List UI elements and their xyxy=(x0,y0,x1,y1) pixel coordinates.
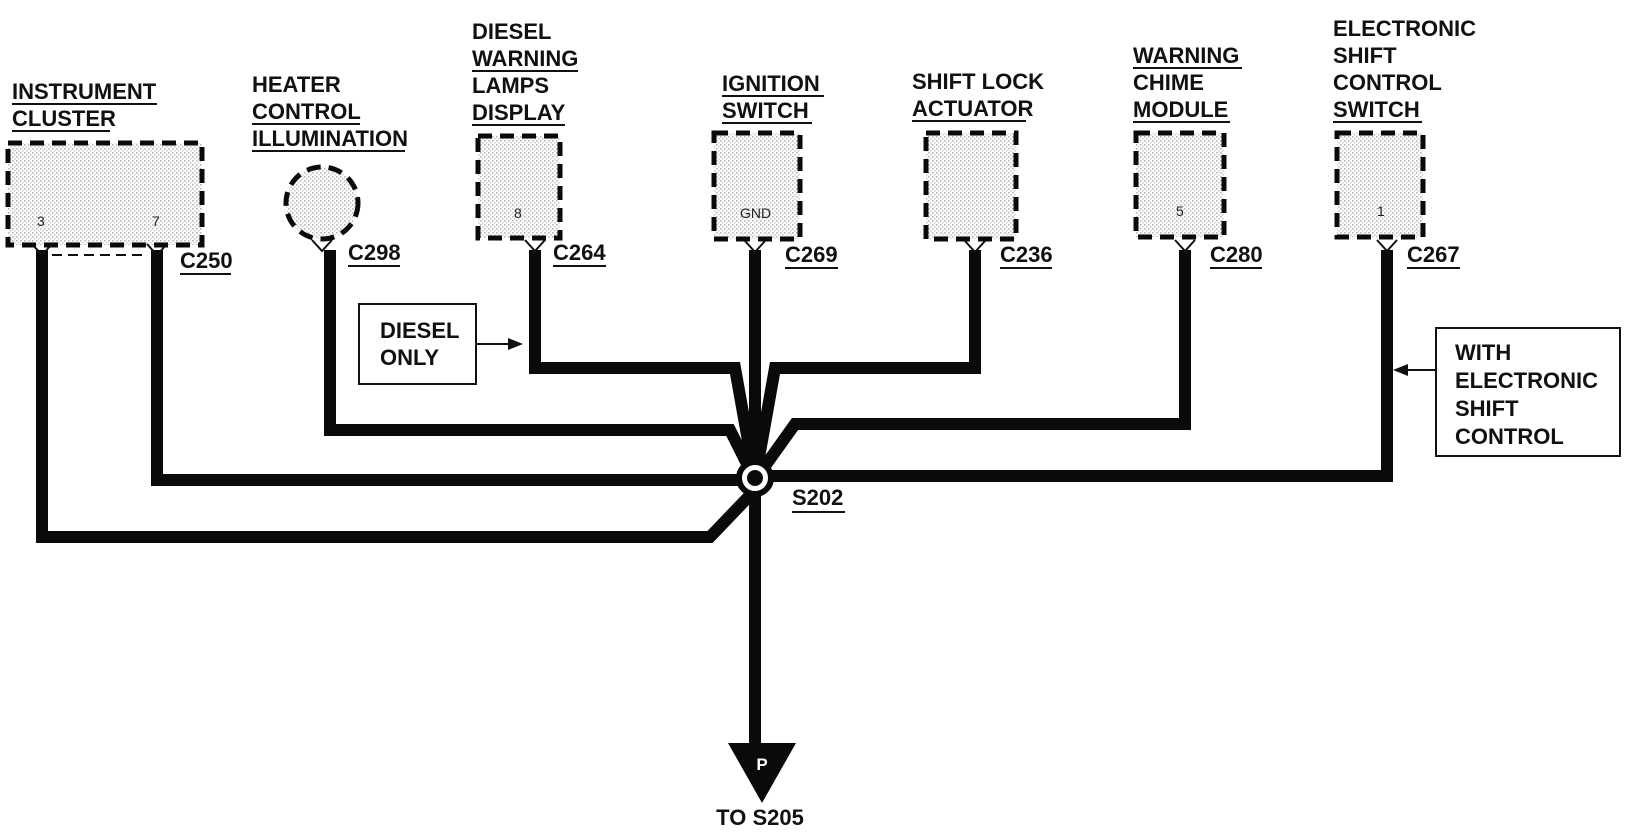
instrument-cluster: INSTRUMENT CLUSTER 3 7 C250 xyxy=(5,79,233,275)
connector-c280: C280 xyxy=(1210,242,1263,267)
warning-chime-module: WARNING CHIME MODULE 5 C280 xyxy=(1133,43,1263,269)
electronic-shift-control-switch: ELECTRONIC SHIFT CONTROL SWITCH 1 C267 xyxy=(1333,16,1482,269)
pin-label: 7 xyxy=(152,213,160,229)
connector-c264: C264 xyxy=(553,240,606,265)
heater-control-label: HEATER CONTROL ILLUMINATION xyxy=(252,72,408,151)
esc-switch-label: ELECTRONIC SHIFT CONTROL SWITCH xyxy=(1333,16,1482,122)
pin-label: 8 xyxy=(514,205,522,221)
ignition-switch-box xyxy=(711,130,803,242)
connector-c267: C267 xyxy=(1407,242,1460,267)
pin-label: 1 xyxy=(1377,203,1385,219)
wire-instrument-cluster-pin7 xyxy=(151,250,755,486)
wire-shift-lock-actuator xyxy=(749,250,981,482)
connector-c250: C250 xyxy=(180,248,233,273)
wire-harness xyxy=(36,250,1393,770)
pin-label: GND xyxy=(740,205,771,221)
connector-c269: C269 xyxy=(785,242,838,267)
connector-c236: C236 xyxy=(1000,242,1053,267)
shift-lock-box xyxy=(923,130,1019,242)
arrow-right-icon xyxy=(508,338,523,350)
svg-text:DIESEL ONLY: DIESEL ONLY xyxy=(380,318,465,370)
connector-c298: C298 xyxy=(348,240,401,265)
connector-terminal-icon xyxy=(744,240,766,254)
wire-electronic-shift-control xyxy=(755,250,1393,482)
esc-switch-box xyxy=(1334,130,1426,240)
pin-label: 3 xyxy=(37,213,45,229)
electronic-shift-note: WITH ELECTRONIC SHIFT CONTROL xyxy=(1393,327,1621,457)
splice-label: S202 xyxy=(792,485,843,510)
instrument-cluster-label: INSTRUMENT CLUSTER xyxy=(12,79,162,131)
ignition-switch: IGNITION SWITCH GND C269 xyxy=(711,71,838,269)
diesel-warning-lamps-display: DIESEL WARNING LAMPS DISPLAY 8 C264 xyxy=(472,19,606,267)
continuation-arrow-icon xyxy=(728,743,796,803)
pin-label: 5 xyxy=(1176,203,1184,219)
heater-control-lamp xyxy=(283,164,361,242)
instrument-cluster-box xyxy=(5,140,205,248)
diesel-warning-box xyxy=(475,133,563,241)
connector-terminal-icon xyxy=(964,240,986,254)
connector-terminal-icon xyxy=(311,239,333,253)
splice-s202: S202 xyxy=(736,459,845,513)
arrow-left-icon xyxy=(1393,364,1408,376)
connector-terminal-icon xyxy=(31,243,53,257)
heater-control-illumination: HEATER CONTROL ILLUMINATION C298 xyxy=(252,72,408,267)
wire-diesel-warning-lamps xyxy=(529,250,761,482)
continuation-label: TO S205 xyxy=(716,805,804,830)
connector-terminal-icon xyxy=(524,239,546,253)
shift-lock-label: SHIFT LOCK ACTUATOR xyxy=(912,69,1050,121)
wire-warning-chime-module xyxy=(750,250,1191,484)
svg-text:WITH ELECTRONIC SH: WITH ELECTRONIC SHIFT CONTROL xyxy=(1455,340,1604,449)
continuation-to-s205: P TO S205 xyxy=(716,743,804,830)
connector-terminal-icon xyxy=(1376,239,1398,253)
shift-lock-actuator: SHIFT LOCK ACTUATOR C236 xyxy=(912,69,1053,269)
diesel-warning-label: DIESEL WARNING LAMPS DISPLAY xyxy=(472,19,584,125)
wire-instrument-cluster-pin3 xyxy=(36,250,760,543)
ignition-switch-label: IGNITION SWITCH xyxy=(722,71,826,123)
diesel-only-note: DIESEL ONLY xyxy=(358,303,523,385)
warning-chime-box xyxy=(1133,130,1227,240)
connector-terminal-icon xyxy=(1174,239,1196,253)
connector-terminal-icon xyxy=(146,243,168,257)
wire-heater-control xyxy=(324,250,761,483)
warning-chime-label: WARNING CHIME MODULE xyxy=(1133,43,1245,122)
continuation-letter: P xyxy=(756,755,767,774)
